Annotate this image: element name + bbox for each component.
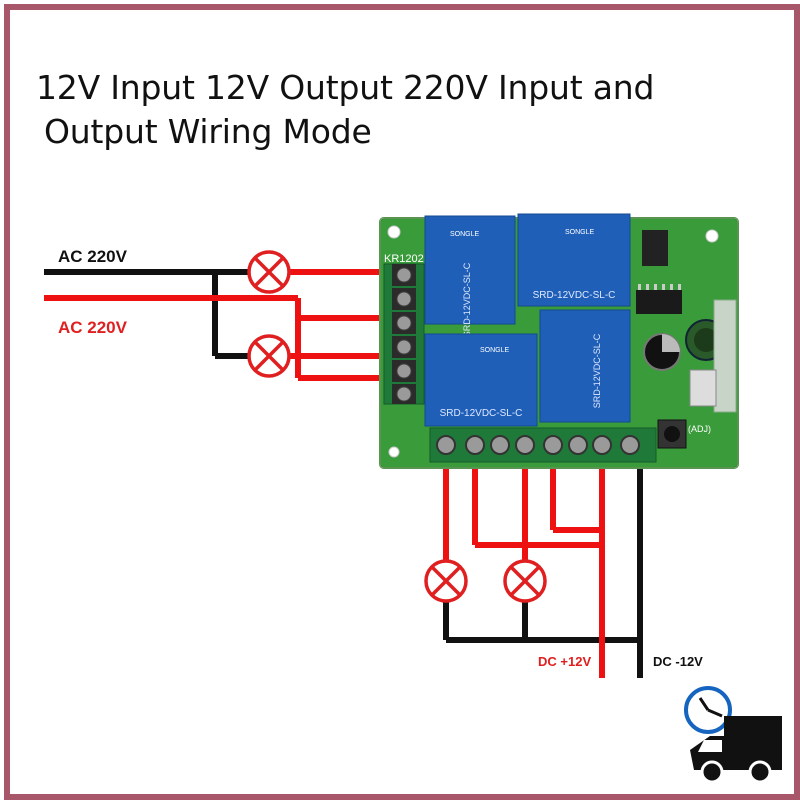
rf-module	[689, 299, 737, 413]
bottom-terminal-block	[429, 427, 657, 463]
relay-text: SRD-12VDC-SL-C	[440, 408, 523, 419]
lamp-icon	[247, 334, 291, 378]
relay-brand: SONGLE	[450, 231, 480, 238]
lamp-icon	[503, 559, 547, 603]
capacitor	[643, 333, 681, 371]
left-terminal-block	[383, 263, 425, 405]
relay-board: KR1202	[379, 213, 739, 469]
relay: SRD-12VDC-SL-C	[539, 309, 631, 423]
relay-text: SRD-12VDC-SL-C	[533, 290, 616, 301]
relay: SRD-12VDC-SL-C SONGLE	[517, 213, 631, 307]
relay: SRD-12VDC-SL-C SONGLE	[424, 333, 538, 427]
title-line-1: 12V Input 12V Output 220V Input and	[36, 68, 655, 107]
ic-chip	[636, 230, 682, 314]
board-model-label: KR1202	[384, 253, 424, 265]
diagram-title: 12V Input 12V Output 220V Input and Outp…	[36, 66, 654, 154]
ac-top-label: AC 220V	[58, 247, 128, 266]
relay-text: SRD-12VDC-SL-C	[592, 333, 602, 408]
ac-wiring	[44, 269, 395, 381]
ac-bottom-label: AC 220V	[58, 318, 128, 337]
relay: SRD-12VDC-SL-C SONGLE	[424, 215, 516, 337]
adjust-button: (ADJ)	[657, 419, 711, 449]
dc-positive-label: DC +12V	[538, 654, 591, 669]
relay-text: SRD-12VDC-SL-C	[462, 262, 472, 337]
relay-brand: SONGLE	[565, 229, 595, 236]
dc-negative-label: DC -12V	[653, 654, 703, 669]
lamp-icon	[247, 250, 291, 294]
adj-label: (ADJ)	[688, 424, 711, 434]
relay-brand: SONGLE	[480, 347, 510, 354]
title-line-2: Output Wiring Mode	[44, 112, 372, 151]
dc-wiring	[443, 455, 643, 678]
delivery-truck-icon	[684, 686, 782, 784]
lamp-icon	[424, 559, 468, 603]
